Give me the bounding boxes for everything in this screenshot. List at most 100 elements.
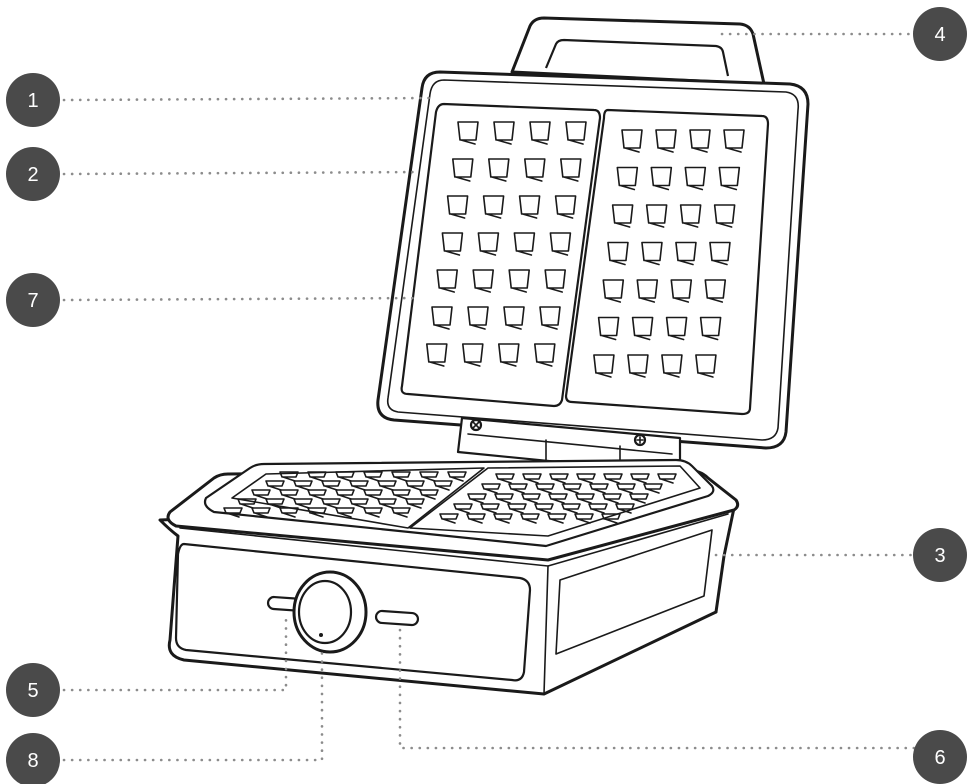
waffle-pocket bbox=[621, 129, 643, 153]
waffle-pocket bbox=[433, 480, 453, 491]
waffle-pocket bbox=[452, 158, 474, 182]
temperature-dial[interactable] bbox=[292, 570, 368, 654]
waffle-pocket bbox=[321, 480, 341, 491]
callout-badge bbox=[6, 663, 60, 717]
waffle-pocket bbox=[588, 503, 608, 514]
waffle-pocket bbox=[554, 195, 577, 219]
waffle-pocket bbox=[650, 166, 673, 191]
waffle-pocket bbox=[446, 195, 469, 219]
lid-handle bbox=[510, 16, 766, 86]
waffle-pocket bbox=[495, 473, 515, 484]
waffle-pocket bbox=[704, 279, 727, 303]
waffle-pocket bbox=[534, 343, 556, 367]
waffle-pocket bbox=[709, 241, 731, 266]
waffle-pocket bbox=[534, 503, 554, 514]
callout-badge bbox=[913, 528, 967, 582]
callout-badge bbox=[6, 733, 60, 784]
callout-number: 3 bbox=[934, 545, 945, 567]
waffle-pocket bbox=[508, 483, 528, 494]
waffle-pocket bbox=[307, 471, 327, 482]
waffle-pocket bbox=[453, 503, 473, 514]
waffle-pocket bbox=[377, 498, 397, 509]
waffle-pocket bbox=[643, 483, 663, 494]
waffle-pocket bbox=[575, 493, 595, 504]
waffle-pocket bbox=[611, 204, 634, 228]
waffle-pocket bbox=[655, 129, 677, 153]
waffle-pocket bbox=[349, 498, 369, 509]
waffle-pocket bbox=[565, 121, 587, 145]
waffle-pocket bbox=[391, 489, 411, 500]
callout-number: 2 bbox=[27, 164, 38, 186]
waffle-pocket bbox=[223, 507, 243, 518]
waffle-pocket bbox=[539, 306, 561, 330]
waffle-pocket bbox=[307, 507, 327, 518]
waffle-pocket bbox=[363, 507, 383, 518]
waffle-pocket bbox=[251, 489, 271, 500]
leader-6 bbox=[398, 628, 916, 750]
callout-badge bbox=[913, 7, 967, 61]
callout-number: 7 bbox=[27, 290, 38, 312]
callout-badge bbox=[913, 730, 967, 784]
waffle-pocket bbox=[593, 354, 615, 378]
waffle-pocket bbox=[237, 498, 257, 509]
waffle-pocket bbox=[293, 498, 313, 509]
waffle-pocket bbox=[481, 483, 501, 494]
waffle-pocket bbox=[616, 483, 636, 494]
waffle-pocket bbox=[548, 493, 568, 504]
waffle-pocket bbox=[661, 354, 683, 378]
waffle-pocket bbox=[507, 503, 527, 514]
waffle-pocket bbox=[279, 471, 299, 482]
waffle-pocket bbox=[561, 503, 581, 514]
waffle-pocket bbox=[597, 316, 620, 341]
waffle-pocket bbox=[335, 471, 355, 482]
leader-lines bbox=[62, 32, 916, 762]
waffle-pocket bbox=[462, 343, 484, 367]
callout-number: 5 bbox=[27, 680, 38, 702]
waffle-pocket bbox=[480, 503, 500, 514]
waffle-pocket bbox=[457, 121, 479, 145]
waffle-pocket bbox=[665, 316, 688, 341]
waffle-pocket bbox=[576, 473, 596, 484]
lower-waffle-grid bbox=[223, 471, 677, 524]
waffle-pocket bbox=[607, 241, 629, 266]
waffle-pocket bbox=[279, 489, 299, 500]
waffle-pocket bbox=[493, 513, 513, 524]
waffle-pocket bbox=[684, 166, 707, 191]
waffle-pocket bbox=[518, 195, 541, 219]
waffle-pocket bbox=[431, 306, 453, 330]
waffle-pocket bbox=[641, 241, 663, 266]
waffle-pocket bbox=[307, 489, 327, 500]
waffle-pocket bbox=[441, 232, 464, 256]
leader-5 bbox=[62, 618, 288, 692]
callout-8: 8 bbox=[6, 733, 60, 784]
waffle-pocket bbox=[589, 483, 609, 494]
waffle-pocket bbox=[549, 473, 569, 484]
waffle-pocket bbox=[602, 493, 622, 504]
waffle-pocket bbox=[466, 513, 486, 524]
waffle-pocket bbox=[521, 493, 541, 504]
waffle-pocket bbox=[675, 241, 697, 266]
waffle-pocket bbox=[482, 195, 505, 219]
callout-number: 6 bbox=[934, 747, 945, 769]
waffle-pocket bbox=[477, 232, 500, 256]
waffle-pocket bbox=[405, 480, 425, 491]
waffle-pocket bbox=[524, 158, 546, 182]
waffle-pocket bbox=[419, 489, 439, 500]
waffle-pocket bbox=[627, 354, 649, 378]
waffle-pocket bbox=[426, 343, 448, 367]
waffle-pocket bbox=[363, 489, 383, 500]
waffle-pocket bbox=[488, 158, 510, 182]
waffle-pocket bbox=[251, 507, 271, 518]
waffle-pocket bbox=[535, 483, 555, 494]
indicator-light-right bbox=[374, 609, 420, 627]
leader-2 bbox=[62, 170, 422, 176]
waffle-pocket bbox=[447, 471, 467, 482]
waffle-pocket bbox=[321, 498, 341, 509]
callout-badge bbox=[6, 73, 60, 127]
waffle-pocket bbox=[472, 269, 494, 293]
waffle-pocket bbox=[631, 316, 654, 341]
waffle-pocket bbox=[467, 306, 489, 330]
callout-2: 2 bbox=[6, 147, 60, 201]
waffle-pocket bbox=[645, 204, 668, 228]
upper-plate-right bbox=[564, 108, 770, 416]
